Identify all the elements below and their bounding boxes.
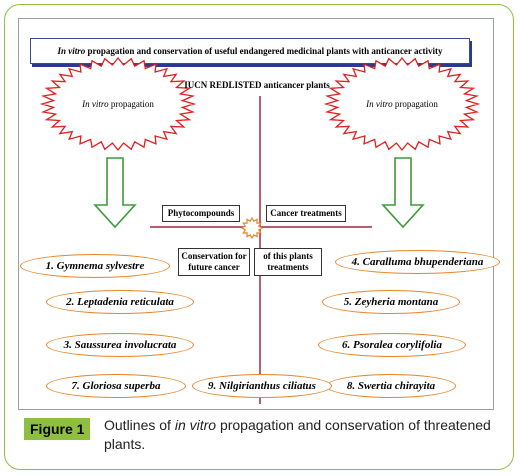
title-rest: propagation and conservation of useful e… <box>85 46 443 56</box>
caption-label: Figure 1 <box>24 418 91 440</box>
conservation-box-left: Conservation for future cancer <box>178 248 250 276</box>
plant-oval-9: 9. Nilgirianthus ciliatus <box>192 374 332 398</box>
caption-text-after: propagation and conservation of threaten… <box>104 417 491 452</box>
caption-text: Outlines of in vitro propagation and con… <box>104 416 494 454</box>
arrow-down-left <box>93 157 137 229</box>
svg-text:In vitro propagation: In vitro propagation <box>365 99 438 109</box>
plant-oval-4: 4. Caralluma bhupenderiana <box>335 250 500 274</box>
arrow-down-right <box>381 157 425 229</box>
phytocompounds-box: Phytocompounds <box>162 205 240 222</box>
plant-oval-3: 3. Saussurea involucrata <box>46 333 194 357</box>
cancer-treatments-box: Cancer treatments <box>266 205 346 222</box>
center-label: IUCN REDLISTED anticancer plants <box>184 80 330 90</box>
plant-oval-7: 7. Gloriosa superba <box>46 374 186 398</box>
caption-text-before: Outlines of <box>104 417 175 433</box>
plant-oval-1: 1. Gymnema sylvestre <box>20 254 170 278</box>
figure-frame <box>4 4 514 470</box>
starburst-left-rest: propagation <box>109 99 155 109</box>
title-italic: In vitro <box>57 46 86 56</box>
starburst-right: In vitro propagation <box>323 56 481 152</box>
starburst-center <box>240 216 264 240</box>
starburst-right-italic: In vitro <box>365 99 393 109</box>
plant-oval-6: 6. Psoralea corylifolia <box>318 333 466 357</box>
svg-text:In vitro propagation: In vitro propagation <box>81 99 154 109</box>
conservation-box-right: of this plants treatments <box>254 248 322 276</box>
figure-caption: Figure 1 Outlines of in vitro propagatio… <box>24 414 504 464</box>
starburst-left-italic: In vitro <box>81 99 109 109</box>
plant-oval-5: 5. Zeyheria montana <box>322 290 460 314</box>
plant-oval-8: 8. Swertia chirayita <box>326 374 456 398</box>
starburst-right-rest: propagation <box>393 99 439 109</box>
diagram-title: In vitro propagation and conservation of… <box>30 38 470 64</box>
caption-text-italic: in vitro <box>174 417 217 433</box>
starburst-left: In vitro propagation <box>39 56 197 152</box>
plant-oval-2: 2. Leptadenia reticulata <box>46 290 194 314</box>
